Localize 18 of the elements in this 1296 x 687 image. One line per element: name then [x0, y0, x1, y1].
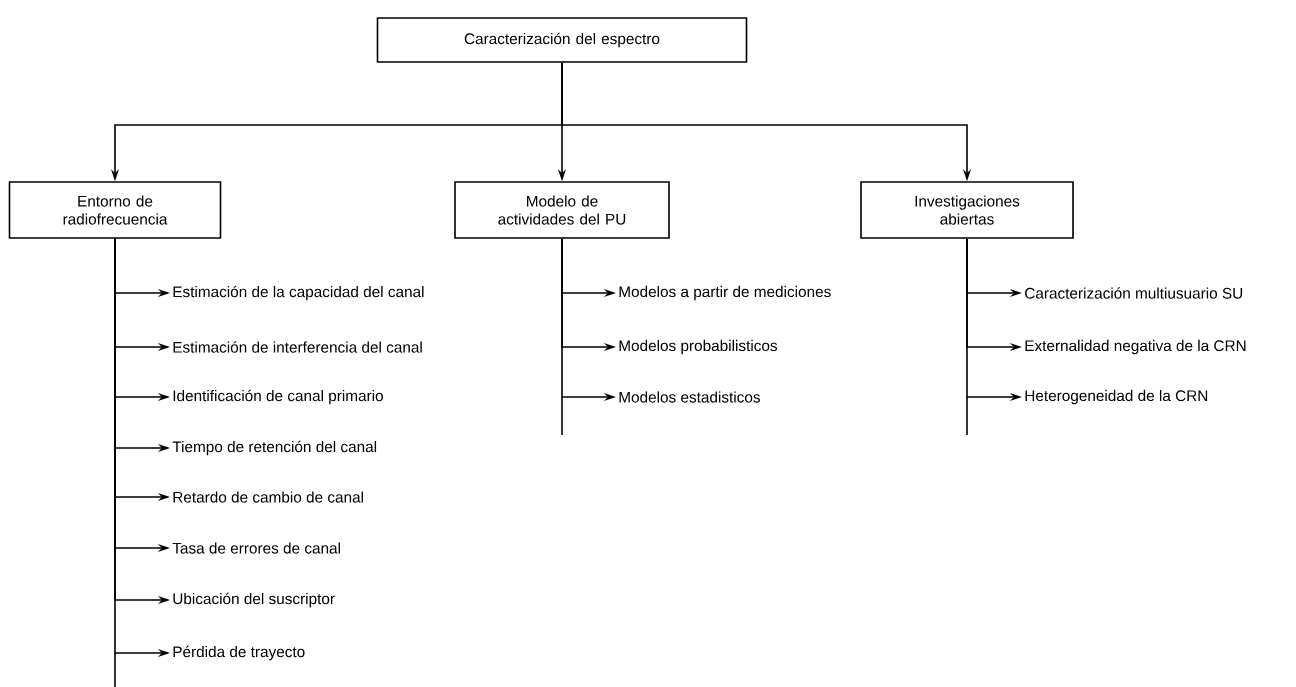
item-label: Pérdida de trayecto: [173, 645, 305, 661]
item-label: Estimación de interferencia del canal: [173, 341, 422, 353]
item-label: Retardo de cambio de canal: [173, 491, 363, 503]
item-label: Estimación de la capacidad del canal: [173, 285, 424, 301]
process-box: Entorno de radiofrecuencia: [8, 181, 222, 239]
item-label: Externalidad negativa de la CRN: [1025, 339, 1246, 355]
item-label: Caracterización multiusuario SU: [1025, 287, 1243, 299]
process-box: Investigaciones abiertas: [860, 181, 1074, 239]
item-label: Tasa de errores de canal: [172, 542, 340, 554]
item-label: Identificación de canal primario: [173, 389, 383, 405]
item-label: Heterogeneidad de la CRN: [1025, 389, 1208, 405]
process-box: Caracterización del espectro: [376, 17, 748, 63]
item-label: Modelos a partir de mediciones: [619, 285, 831, 301]
item-label: Tiempo de retención del canal: [172, 440, 377, 456]
item-label: Modelos probabilisticos: [619, 339, 778, 355]
item-label: Ubicación del suscriptor: [173, 592, 335, 608]
process-box: Modelo de actividades del PU: [454, 181, 670, 239]
item-label: Modelos estadisticos: [619, 391, 760, 403]
